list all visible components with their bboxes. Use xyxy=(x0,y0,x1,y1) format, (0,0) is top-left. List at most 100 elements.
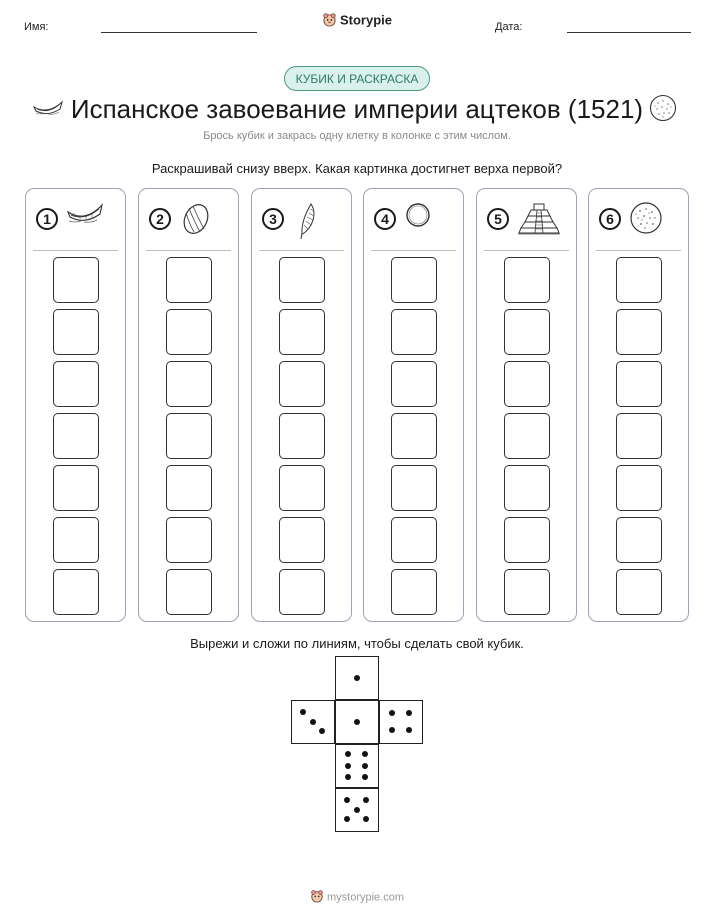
column-2: 2 xyxy=(138,188,239,622)
color-cell[interactable] xyxy=(391,413,437,459)
color-cell[interactable] xyxy=(616,465,662,511)
die-face-1 xyxy=(335,656,379,700)
color-cell[interactable] xyxy=(391,465,437,511)
die-pip xyxy=(345,751,352,758)
die-pip xyxy=(362,815,369,822)
color-cell[interactable] xyxy=(53,361,99,407)
column-header: 3 xyxy=(252,201,351,241)
color-cell[interactable] xyxy=(279,569,325,615)
column-number: 4 xyxy=(374,208,396,230)
column-4: 4 xyxy=(363,188,464,622)
tortilla-icon xyxy=(629,201,663,240)
color-cell[interactable] xyxy=(166,257,212,303)
brand: Storypie xyxy=(0,12,714,30)
color-cell[interactable] xyxy=(279,257,325,303)
column-divider xyxy=(596,250,681,251)
die-face-3 xyxy=(291,700,335,744)
column-number: 6 xyxy=(599,208,621,230)
column-6: 6 xyxy=(588,188,689,622)
date-line[interactable] xyxy=(567,32,691,33)
color-cell[interactable] xyxy=(504,309,550,355)
color-cell[interactable] xyxy=(391,257,437,303)
footer: mystorypie.com xyxy=(0,889,714,906)
name-line[interactable] xyxy=(101,32,257,33)
column-header: 1 xyxy=(26,201,125,241)
die-pip xyxy=(344,815,351,822)
color-cell[interactable] xyxy=(504,361,550,407)
die-pip xyxy=(309,718,316,725)
column-number: 1 xyxy=(36,208,58,230)
ring-icon xyxy=(404,201,432,234)
color-cell[interactable] xyxy=(166,309,212,355)
column-divider xyxy=(484,250,569,251)
column-divider xyxy=(33,250,118,251)
color-cell[interactable] xyxy=(53,309,99,355)
color-cell[interactable] xyxy=(279,465,325,511)
die-pip xyxy=(345,762,352,769)
brand-name: Storypie xyxy=(339,12,392,28)
column-3: 3 xyxy=(251,188,352,622)
column-divider xyxy=(259,250,344,251)
color-cell[interactable] xyxy=(616,361,662,407)
color-cell[interactable] xyxy=(279,413,325,459)
column-header: 6 xyxy=(589,201,688,241)
die-pip xyxy=(300,709,307,716)
die-pip xyxy=(344,797,351,804)
color-cell[interactable] xyxy=(279,517,325,563)
die-face-1 xyxy=(335,700,379,744)
color-cell[interactable] xyxy=(391,361,437,407)
color-cell[interactable] xyxy=(391,569,437,615)
color-cell[interactable] xyxy=(53,569,99,615)
color-cell[interactable] xyxy=(53,465,99,511)
color-cell[interactable] xyxy=(391,517,437,563)
color-cell[interactable] xyxy=(616,569,662,615)
activity-tag: КУБИК И РАСКРАСКА xyxy=(284,66,430,91)
canoe-title-icon xyxy=(32,98,63,123)
die-face-5 xyxy=(335,788,379,832)
footer-url: mystorypie.com xyxy=(326,891,405,904)
color-cell[interactable] xyxy=(279,309,325,355)
feather-icon xyxy=(292,201,318,246)
color-cell[interactable] xyxy=(616,517,662,563)
die-pip xyxy=(353,718,360,725)
die-face-4 xyxy=(379,700,423,744)
column-number: 3 xyxy=(262,208,284,230)
tortilla-title-icon xyxy=(649,94,677,127)
color-cell[interactable] xyxy=(616,309,662,355)
column-header: 4 xyxy=(364,201,463,241)
color-cell[interactable] xyxy=(166,517,212,563)
die-pip xyxy=(353,674,360,681)
color-cell[interactable] xyxy=(279,361,325,407)
color-cell[interactable] xyxy=(504,413,550,459)
color-cell[interactable] xyxy=(616,257,662,303)
color-cell[interactable] xyxy=(53,413,99,459)
page-title: Испанское завоевание империи ацтеков (15… xyxy=(70,94,644,124)
color-cell[interactable] xyxy=(53,257,99,303)
die-pip xyxy=(362,797,369,804)
die-pip xyxy=(318,727,325,734)
storypie-logo-icon xyxy=(322,12,337,30)
color-cell[interactable] xyxy=(504,569,550,615)
column-1: 1 xyxy=(25,188,126,622)
die-face-6 xyxy=(335,744,379,788)
canoe-icon xyxy=(66,201,104,232)
die-pip xyxy=(353,806,360,813)
color-cell[interactable] xyxy=(53,517,99,563)
cut-instruction: Вырежи и сложи по линиям, чтобы сделать … xyxy=(190,636,524,651)
storypie-footer-logo-icon xyxy=(310,889,324,906)
color-cell[interactable] xyxy=(166,413,212,459)
color-cell[interactable] xyxy=(504,257,550,303)
color-cell[interactable] xyxy=(166,465,212,511)
color-cell[interactable] xyxy=(616,413,662,459)
die-pip xyxy=(389,710,396,717)
color-cell[interactable] xyxy=(166,361,212,407)
subtitle: Брось кубик и закрась одну клетку в коло… xyxy=(203,130,511,142)
color-cell[interactable] xyxy=(504,517,550,563)
color-cell[interactable] xyxy=(504,465,550,511)
column-divider xyxy=(146,250,231,251)
column-header: 5 xyxy=(477,201,576,241)
die-pip xyxy=(361,751,368,758)
pyramid-temple-icon xyxy=(517,201,561,240)
color-cell[interactable] xyxy=(391,309,437,355)
color-cell[interactable] xyxy=(166,569,212,615)
